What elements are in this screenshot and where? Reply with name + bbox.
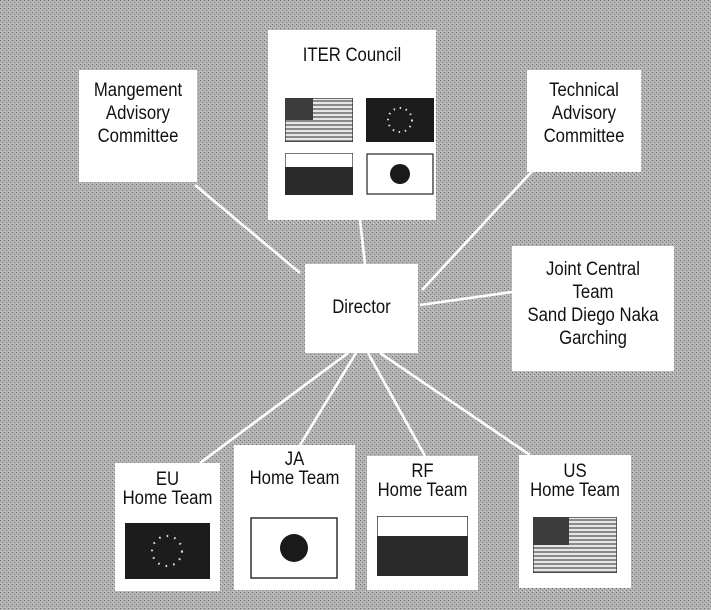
council-russia-flag-icon	[285, 153, 353, 195]
connector-ja-home-team	[298, 352, 358, 446]
connector-council	[358, 219, 367, 265]
management-advisory-line-2: Advisory	[105, 103, 171, 124]
connectors	[194, 167, 536, 465]
connector-management-advisory	[194, 184, 301, 274]
technical-advisory-committee-box: Technical Advisory Committee	[527, 70, 641, 172]
management-advisory-committee-box: Mangement Advisory Committee	[79, 70, 197, 182]
director-box: Director	[305, 264, 418, 353]
joint-central-team-box: Joint Central Team Sand Diego Naka Garch…	[512, 246, 674, 371]
us-home-team-box: US Home Team	[519, 455, 631, 588]
technical-advisory-line-3: Committee	[543, 126, 625, 147]
ja-home-team-label: Home Team	[249, 468, 340, 489]
ja-home-team-code: JA	[284, 449, 305, 470]
connector-eu-home-team	[199, 351, 349, 465]
us-home-team-label: Home Team	[530, 480, 620, 501]
eu-flag-icon	[125, 523, 210, 579]
rf-home-team-label: Home Team	[377, 480, 468, 501]
eu-home-team-label: Home Team	[122, 488, 213, 509]
director-label: Director	[332, 297, 391, 318]
connector-rf-home-team	[366, 352, 427, 457]
ja-home-team-box: JA Home Team	[234, 445, 355, 590]
connector-us-home-team	[379, 351, 531, 457]
eu-home-team-code: EU	[155, 469, 180, 490]
joint-central-team-line-3: Sand Diego Naka	[527, 305, 659, 326]
us-flag-icon	[533, 517, 617, 573]
joint-central-team-line-1: Joint Central	[546, 259, 640, 280]
japan-flag-icon	[250, 517, 338, 579]
joint-central-team-line-4: Garching	[559, 328, 627, 349]
council-us-flag-icon	[285, 98, 353, 142]
rf-home-team-code: RF	[411, 461, 434, 482]
russia-flag-icon	[377, 516, 468, 576]
connector-joint-central-team	[419, 290, 513, 307]
joint-central-team-line-2: Team	[572, 282, 614, 303]
iter-council-title: ITER Council	[302, 45, 402, 66]
technical-advisory-line-2: Advisory	[551, 103, 617, 124]
technical-advisory-line-1: Technical	[549, 80, 619, 101]
council-eu-flag-icon	[366, 98, 434, 142]
us-home-team-code: US	[563, 461, 587, 482]
management-advisory-line-3: Committee	[97, 126, 179, 147]
rf-home-team-box: RF Home Team	[367, 456, 478, 590]
council-japan-flag-icon	[366, 153, 434, 195]
management-advisory-line-1: Mangement	[93, 80, 183, 101]
connector-technical-advisory	[421, 167, 536, 291]
eu-home-team-box: EU Home Team	[115, 463, 220, 591]
